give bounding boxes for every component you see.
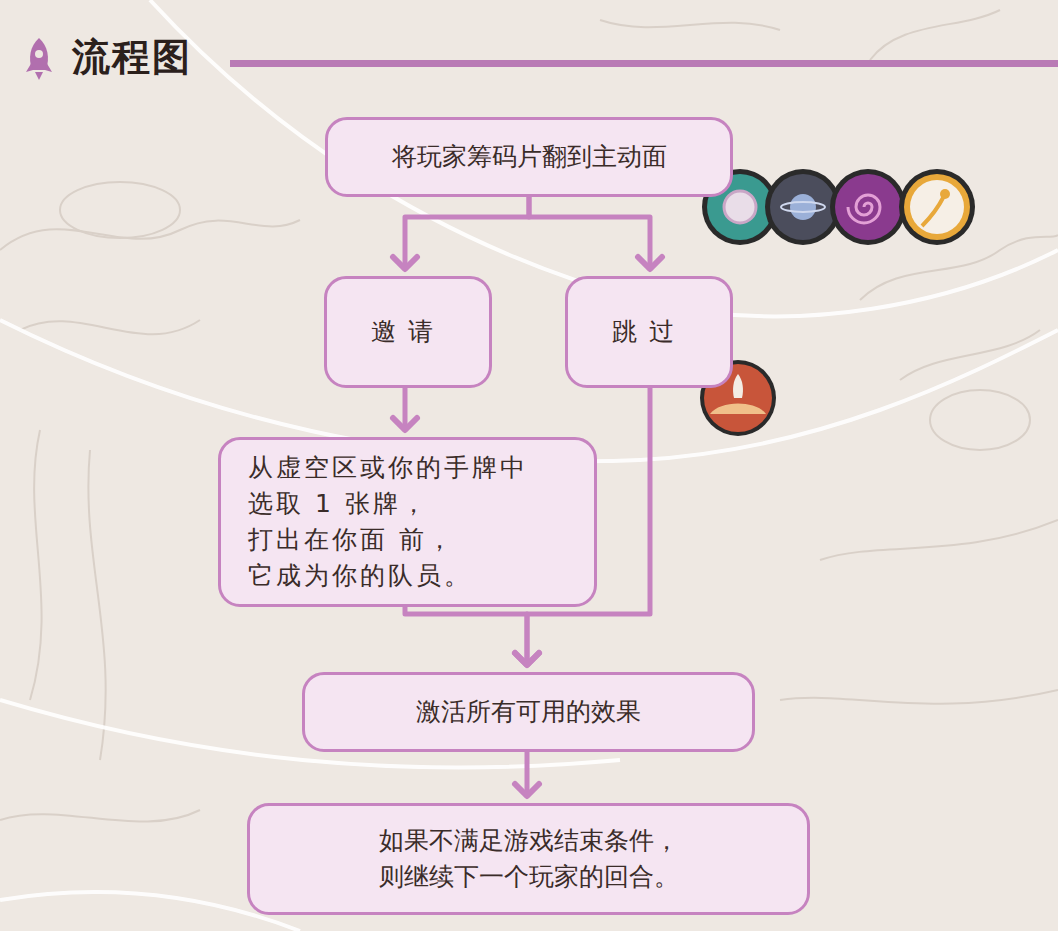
diagram-title: 流程图	[72, 32, 192, 82]
node-text: 激活所有可用的效果	[416, 694, 641, 730]
process-box: 激活所有可用的效果	[302, 672, 755, 752]
node-text: 如果不满足游戏结束条件， 则继续下一个玩家的回合。	[268, 823, 789, 895]
flow-arrow	[393, 387, 417, 430]
node-text: 从虚空区或你的手牌中 选取 1 张牌，打出在你面 前，它成为你的队员。	[248, 450, 567, 594]
node-text: 邀请	[371, 314, 445, 350]
process-box: 如果不满足游戏结束条件， 则继续下一个玩家的回合。	[247, 803, 810, 915]
process-box: 邀请	[324, 276, 492, 388]
title-rule	[230, 60, 1058, 67]
flow-arrow	[393, 196, 529, 269]
process-box: 从虚空区或你的手牌中 选取 1 张牌，打出在你面 前，它成为你的队员。	[218, 437, 597, 607]
node-text: 跳过	[612, 314, 686, 350]
process-box: 将玩家筹码片翻到主动面	[325, 117, 733, 197]
node-text: 将玩家筹码片翻到主动面	[392, 139, 667, 175]
process-box: 跳过	[565, 276, 733, 388]
flow-arrow	[405, 606, 539, 665]
flow-arrow	[515, 751, 539, 796]
player-tokens	[700, 169, 975, 436]
flow-arrow	[529, 196, 662, 269]
rocket-icon	[26, 38, 52, 80]
sketch-lines	[0, 10, 1058, 822]
